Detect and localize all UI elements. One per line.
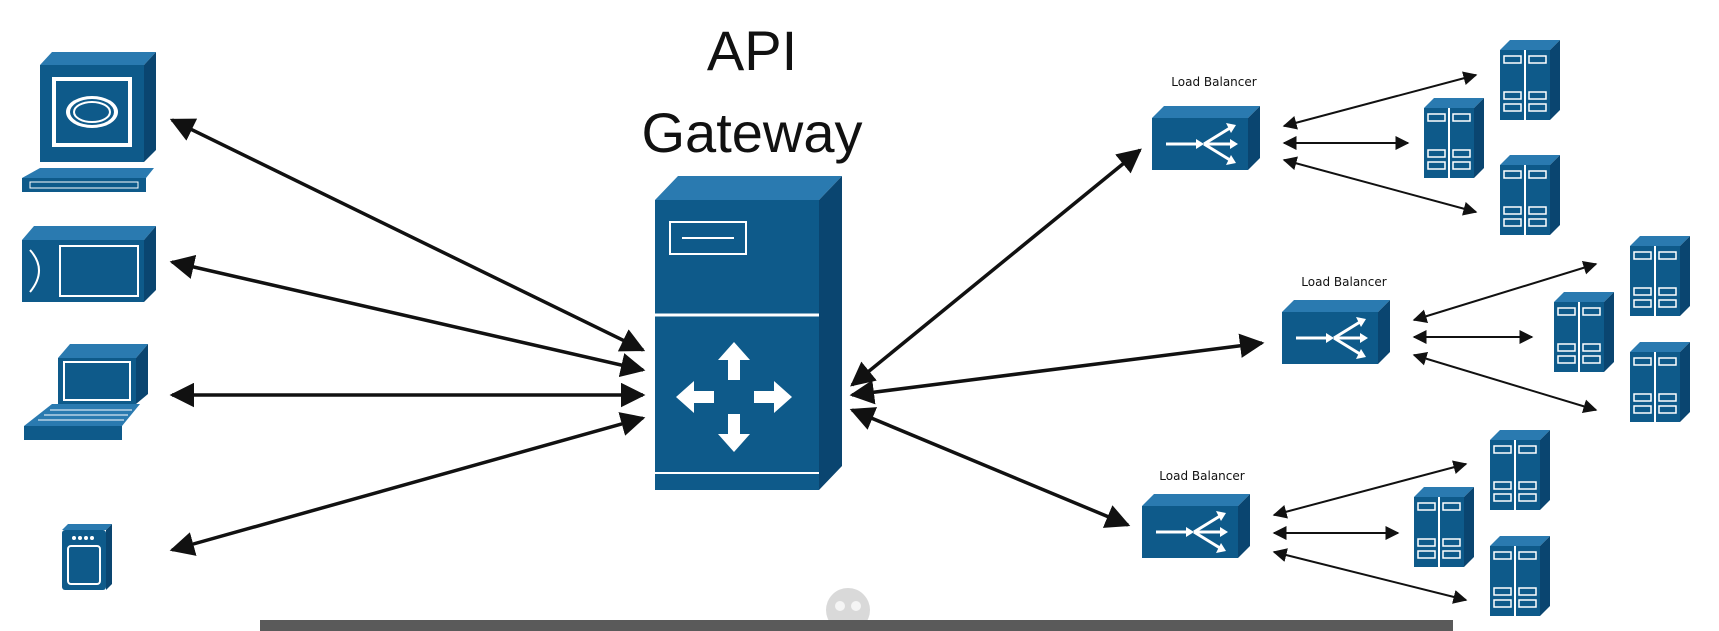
- server-connections: [1272, 460, 1468, 604]
- connection-arrow: [849, 333, 1265, 405]
- server-rack-icon: [1629, 235, 1691, 317]
- connection-arrow: [850, 148, 1142, 387]
- title-line-1: API: [707, 19, 797, 82]
- server-rack-icon: [1629, 341, 1691, 423]
- load-balancer-label: Load Balancer: [1159, 469, 1244, 483]
- connection-arrow: [1412, 261, 1598, 323]
- api-gateway-server-icon: [655, 176, 842, 490]
- connection-arrow: [1282, 156, 1478, 216]
- video-progress-bar[interactable]: [260, 620, 1453, 631]
- connection-arrow: [849, 407, 1131, 528]
- connection-arrow: [1272, 460, 1468, 519]
- server-connections: [1412, 261, 1598, 414]
- desktop-computer-icon: [22, 52, 156, 192]
- load-balancer-icon: [1150, 104, 1262, 172]
- server-rack-icon: [1553, 291, 1615, 373]
- server-connections: [1282, 71, 1478, 216]
- mobile-phone-icon: [62, 524, 112, 590]
- lb-connections: [849, 148, 1265, 528]
- load-balancer-label: Load Balancer: [1171, 75, 1256, 89]
- client-connections: [169, 118, 646, 556]
- title-line-2: Gateway: [642, 101, 863, 164]
- server-rack-icon: [1413, 486, 1475, 568]
- connection-arrow: [1412, 351, 1598, 414]
- server-rack-icon: [1499, 39, 1561, 121]
- load-balancer-icon: [1280, 298, 1392, 366]
- server-rack-icon: [1489, 535, 1551, 617]
- load-balancer-label: Load Balancer: [1301, 275, 1386, 289]
- connection-arrow: [169, 254, 646, 378]
- connection-arrow: [1282, 71, 1478, 130]
- load-balancer-icon: [1140, 492, 1252, 560]
- server-rack-icon: [1499, 154, 1561, 236]
- laptop-icon: [24, 344, 148, 440]
- connection-arrow: [1272, 548, 1468, 604]
- server-rack-icon: [1423, 97, 1485, 179]
- tablet-icon: [22, 226, 156, 302]
- server-rack-icon: [1489, 429, 1551, 511]
- connection-arrow: [169, 412, 646, 556]
